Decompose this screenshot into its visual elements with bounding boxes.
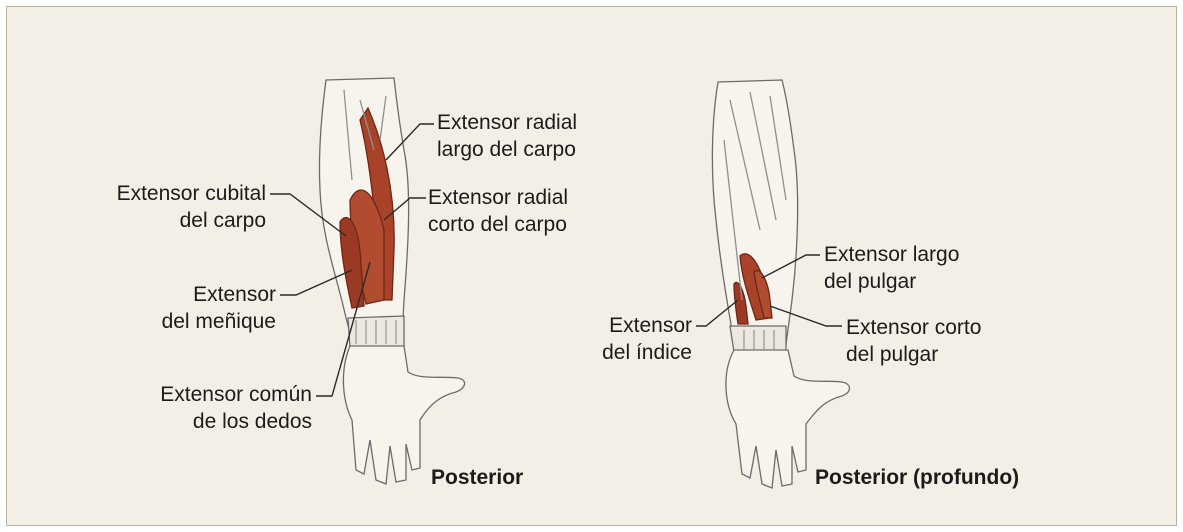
label-line: Extensor cubital bbox=[66, 180, 266, 207]
label-line: del pulgar bbox=[824, 268, 959, 295]
wrist-retinaculum-deep bbox=[730, 326, 786, 352]
label-line: Extensor radial bbox=[428, 184, 568, 211]
label-extensor-corto-pulgar: Extensor corto del pulgar bbox=[846, 314, 981, 368]
label-line: Extensor corto bbox=[846, 314, 981, 341]
label-line: Extensor radial bbox=[437, 109, 577, 136]
label-line: del meñique bbox=[126, 308, 276, 335]
label-line: del carpo bbox=[66, 207, 266, 234]
label-extensor-radial-largo: Extensor radial largo del carpo bbox=[437, 109, 577, 163]
label-line: Extensor común bbox=[96, 381, 312, 408]
label-line: de los dedos bbox=[96, 408, 312, 435]
label-line: largo del carpo bbox=[437, 136, 577, 163]
label-line: del pulgar bbox=[846, 341, 981, 368]
label-extensor-comun: Extensor común de los dedos bbox=[96, 381, 312, 435]
caption-posterior-profundo: Posterior (profundo) bbox=[815, 464, 1019, 491]
label-extensor-radial-corto: Extensor radial corto del carpo bbox=[428, 184, 568, 238]
label-line: Extensor bbox=[126, 281, 276, 308]
label-line: corto del carpo bbox=[428, 211, 568, 238]
label-line: Extensor largo bbox=[824, 241, 959, 268]
caption-posterior: Posterior bbox=[431, 464, 523, 491]
label-extensor-menique: Extensor del meñique bbox=[126, 281, 276, 335]
label-extensor-cubital: Extensor cubital del carpo bbox=[66, 180, 266, 234]
label-line: Extensor bbox=[560, 312, 692, 339]
label-extensor-indice: Extensor del índice bbox=[560, 312, 692, 366]
label-extensor-largo-pulgar: Extensor largo del pulgar bbox=[824, 241, 959, 295]
label-line: del índice bbox=[560, 339, 692, 366]
